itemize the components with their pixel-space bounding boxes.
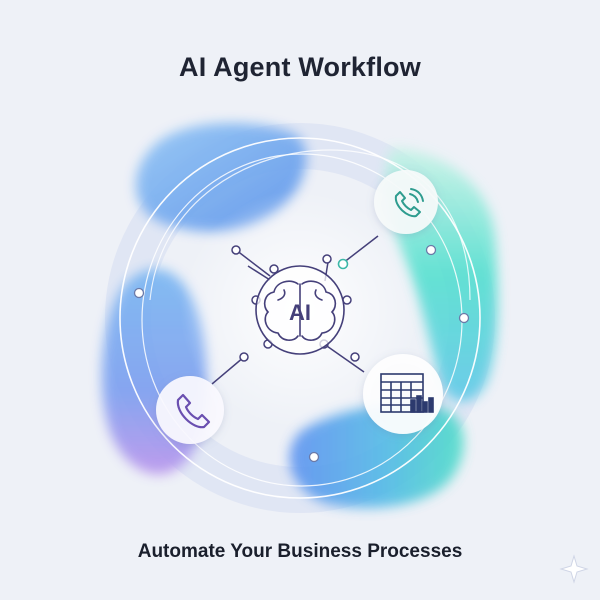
orbit-dots — [133, 244, 470, 463]
orbit-line-outer — [119, 137, 481, 499]
teal-connector-dot — [337, 258, 349, 270]
phone-ringing-icon — [394, 188, 424, 218]
page-subtitle: Automate Your Business Processes — [137, 541, 463, 562]
phone-icon — [176, 393, 211, 429]
calendar-chart-icon — [380, 373, 434, 413]
page-title: AI Agent Workflow — [179, 52, 421, 82]
brain-circuit-icon — [263, 280, 337, 341]
hub-label: AI — [289, 300, 311, 325]
ai-hub: AI — [255, 265, 345, 355]
orbit-line-swoop — [149, 149, 471, 301]
node-incoming-call[interactable] — [374, 170, 438, 234]
sparkle-icon — [559, 554, 589, 584]
node-business-data[interactable] — [363, 354, 443, 434]
hub-connectors — [211, 235, 379, 385]
node-outgoing-call[interactable] — [156, 376, 224, 444]
